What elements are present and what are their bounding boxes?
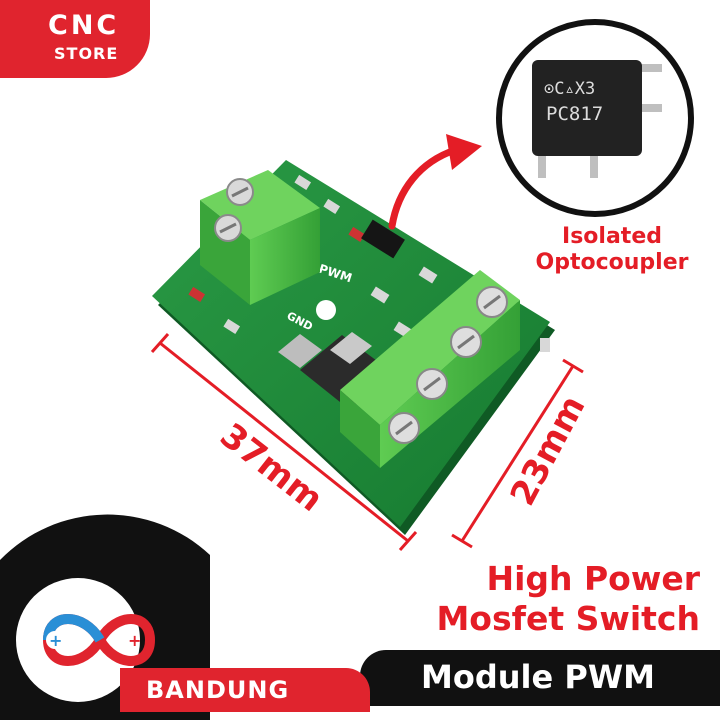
input-terminal-block: [200, 170, 320, 305]
footer-city: BANDUNG: [146, 676, 290, 704]
svg-text:+: +: [49, 631, 62, 650]
store-tag: CNC STORE: [0, 0, 150, 78]
brand-logo-icon: + +: [42, 614, 156, 666]
chip-marking-top: ⊙C▵X3: [544, 79, 595, 99]
headline-line1: High Power: [486, 559, 700, 598]
footer-city-bar: [120, 668, 370, 712]
optocoupler-inset: ⊙C▵X3 PC817: [496, 19, 694, 217]
footer-title: Module PWM: [421, 658, 655, 696]
footer-title-bar: [360, 650, 720, 706]
svg-text:+: +: [128, 631, 141, 650]
optocoupler-chip: [361, 219, 405, 259]
chip-marking-bottom: PC817: [546, 103, 603, 125]
store-name-line2: STORE: [54, 44, 119, 63]
mounting-hole: [316, 300, 336, 320]
width-label: 23mm: [503, 389, 594, 512]
optocoupler-caption-line2: Optocoupler: [535, 250, 689, 275]
headline-line2: Mosfet Switch: [436, 599, 700, 638]
callout-arrow-icon: [388, 134, 482, 230]
optocoupler-caption-line1: Isolated: [562, 224, 662, 249]
output-terminal-block: [340, 270, 520, 468]
store-name-line1: CNC: [48, 10, 120, 41]
